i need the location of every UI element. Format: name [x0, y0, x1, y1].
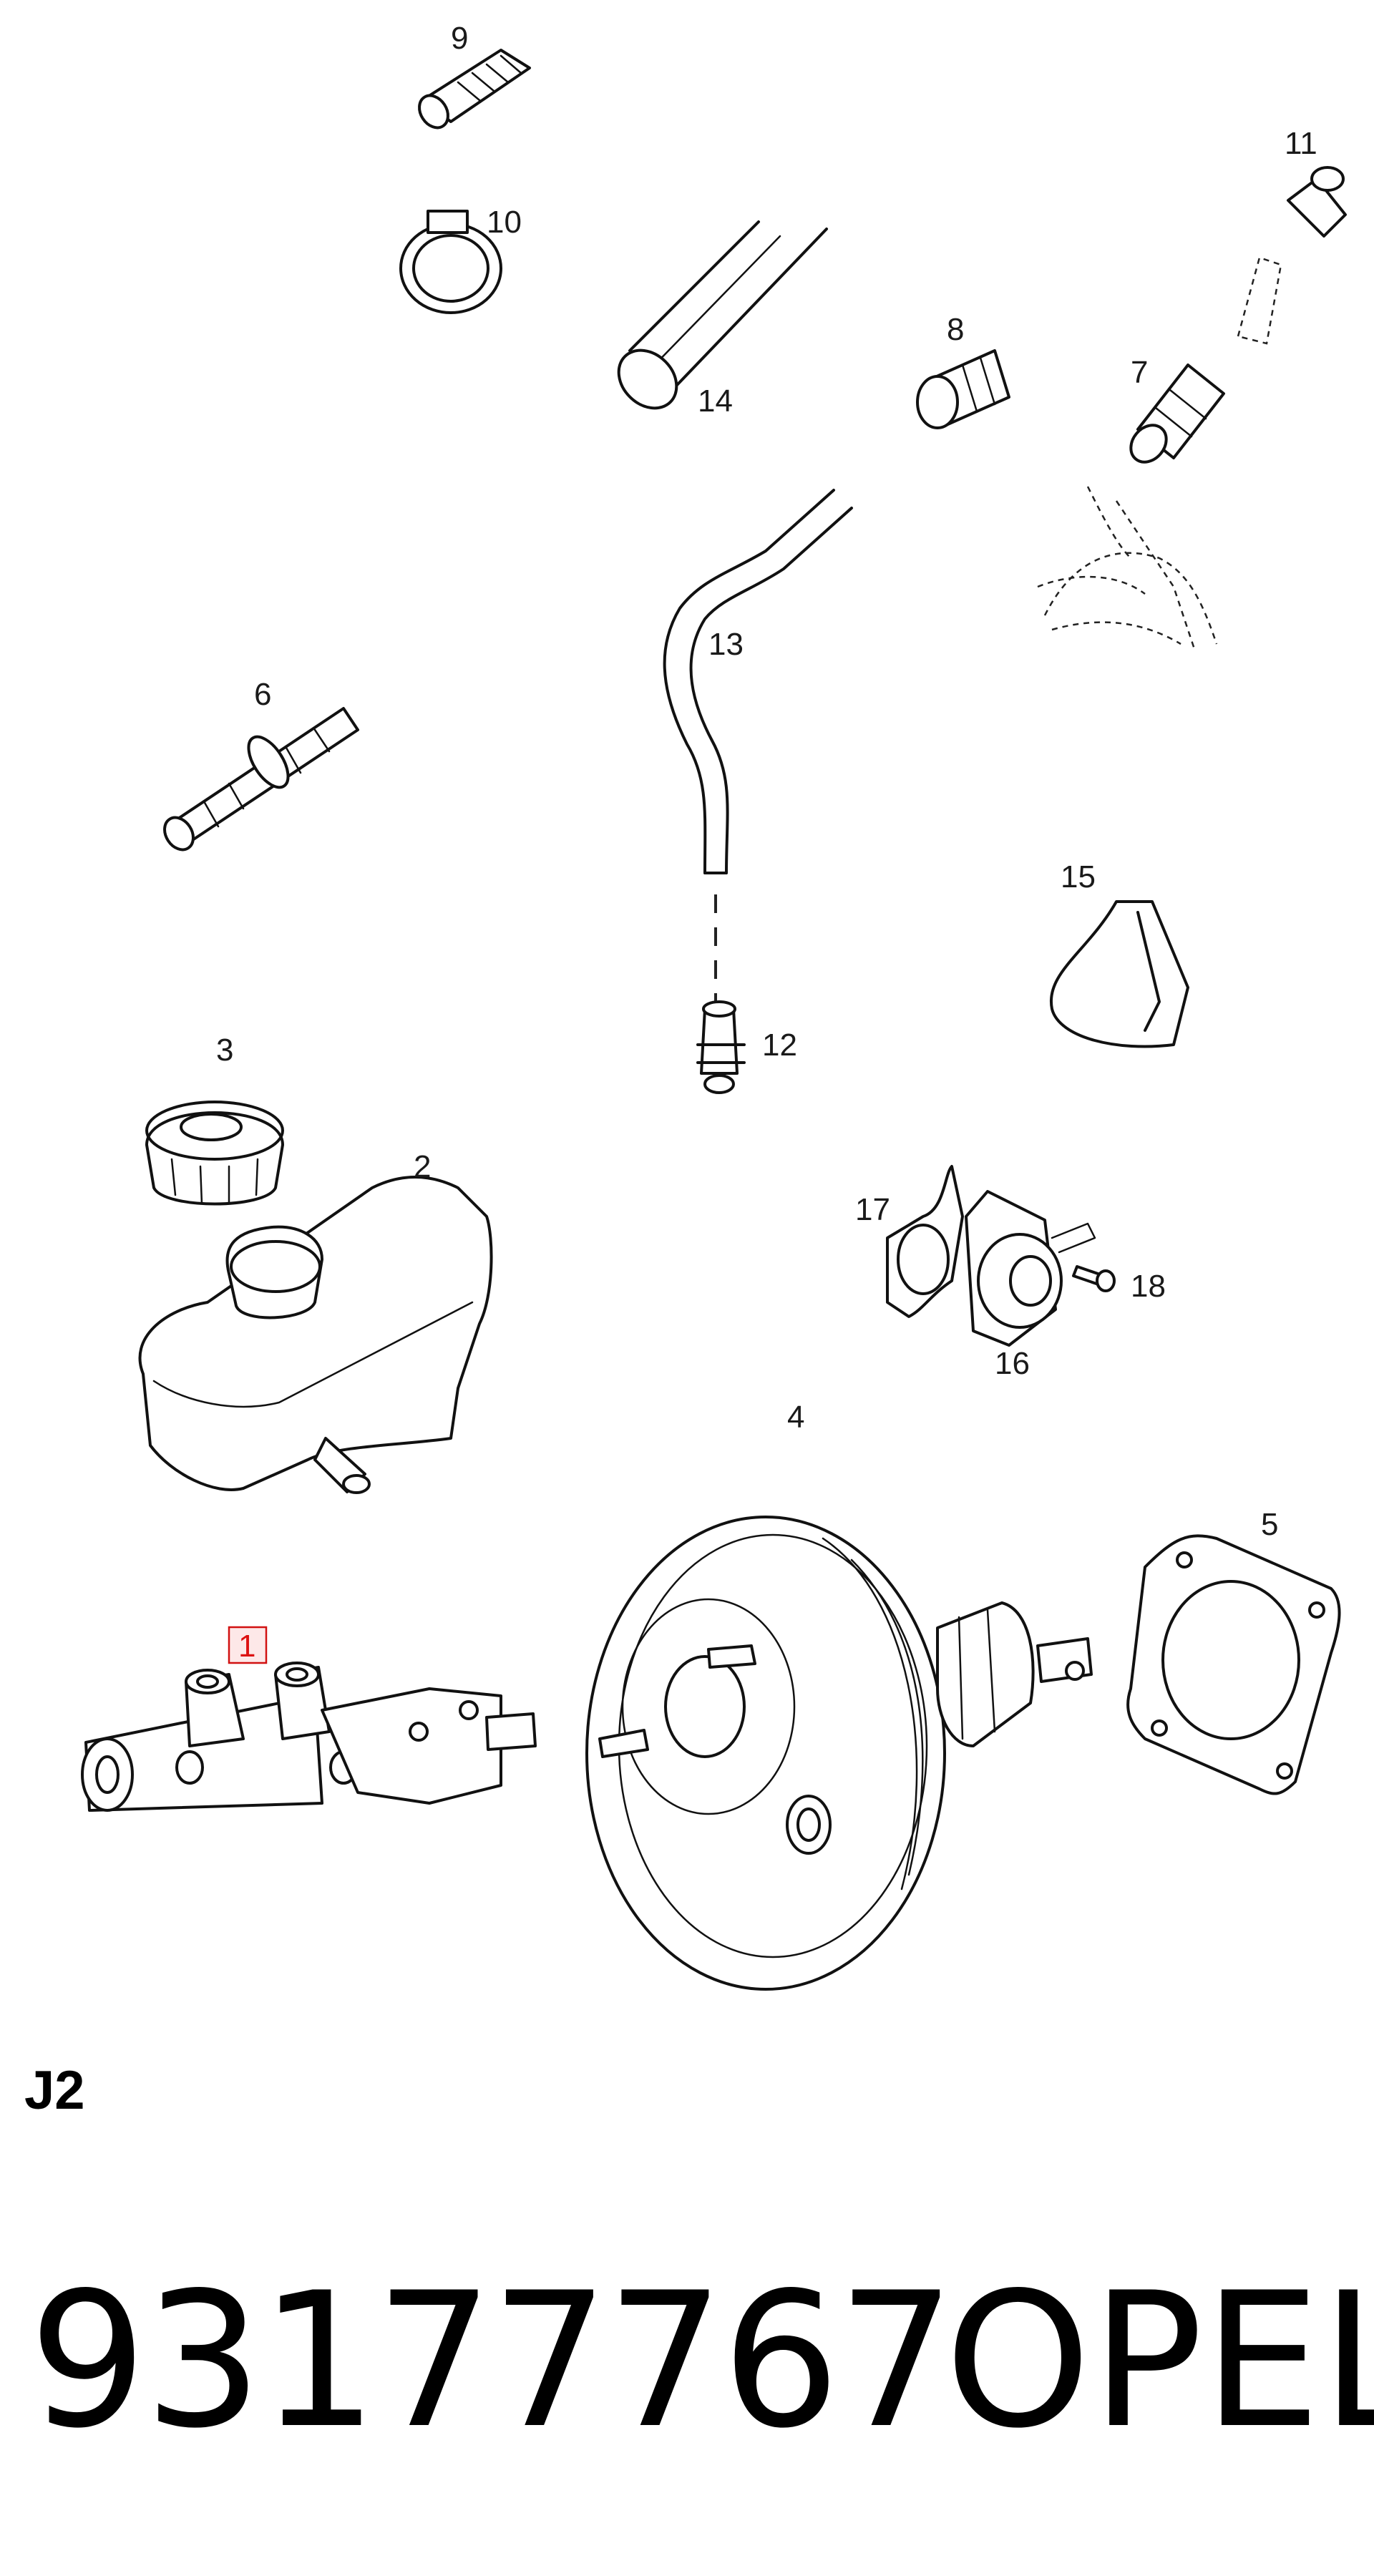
brand-name: OPEL — [945, 2253, 1374, 2469]
part-12-fitting — [696, 1000, 746, 1094]
engine-manifold-outline — [1037, 486, 1218, 652]
part-10-hose-clamp — [399, 210, 502, 314]
callout-18: 18 — [1131, 1269, 1166, 1304]
part-11-check-valve — [1237, 166, 1347, 345]
callout-1-highlight-box — [228, 1626, 268, 1664]
callout-9: 9 — [451, 21, 468, 56]
callout-16: 16 — [995, 1346, 1030, 1381]
callout-11: 11 — [1285, 126, 1317, 161]
part-2-fluid-reservoir — [138, 1176, 493, 1494]
part-7-connector — [1129, 364, 1225, 464]
callout-6: 6 — [254, 677, 271, 712]
part-number: 93177767 — [29, 2253, 955, 2469]
callout-2: 2 — [414, 1149, 431, 1184]
part-18-bolt — [1072, 1265, 1116, 1292]
part-15-retaining-clip — [1049, 900, 1189, 1048]
callout-15: 15 — [1061, 859, 1096, 894]
part-16-vacuum-pump — [965, 1190, 1096, 1347]
part-9-hose-nipple — [418, 49, 531, 130]
callout-14: 14 — [698, 384, 733, 419]
callout-1: 1 — [238, 1629, 255, 1664]
callout-4: 4 — [787, 1400, 804, 1435]
callout-8: 8 — [947, 312, 964, 347]
callout-10: 10 — [487, 205, 522, 240]
part-8-grommet — [916, 349, 1010, 429]
part-13-vacuum-pipe — [663, 489, 853, 1002]
part-1-brake-master-cylinder — [81, 1662, 537, 1812]
callout-5: 5 — [1261, 1507, 1278, 1542]
section-code: J2 — [24, 2060, 85, 2121]
part-3-reservoir-cap — [145, 1101, 284, 1206]
callout-13: 13 — [708, 627, 744, 662]
part-5-booster-gasket — [1126, 1534, 1341, 1795]
part-14-vacuum-hose — [617, 220, 828, 410]
callout-17: 17 — [855, 1192, 890, 1227]
callout-12: 12 — [762, 1028, 797, 1063]
part-6-hose-connector — [163, 707, 359, 852]
part-17-gasket — [886, 1165, 964, 1318]
part-4-brake-booster — [585, 1516, 1093, 1991]
callout-7: 7 — [1131, 355, 1148, 390]
callout-3: 3 — [216, 1033, 233, 1068]
